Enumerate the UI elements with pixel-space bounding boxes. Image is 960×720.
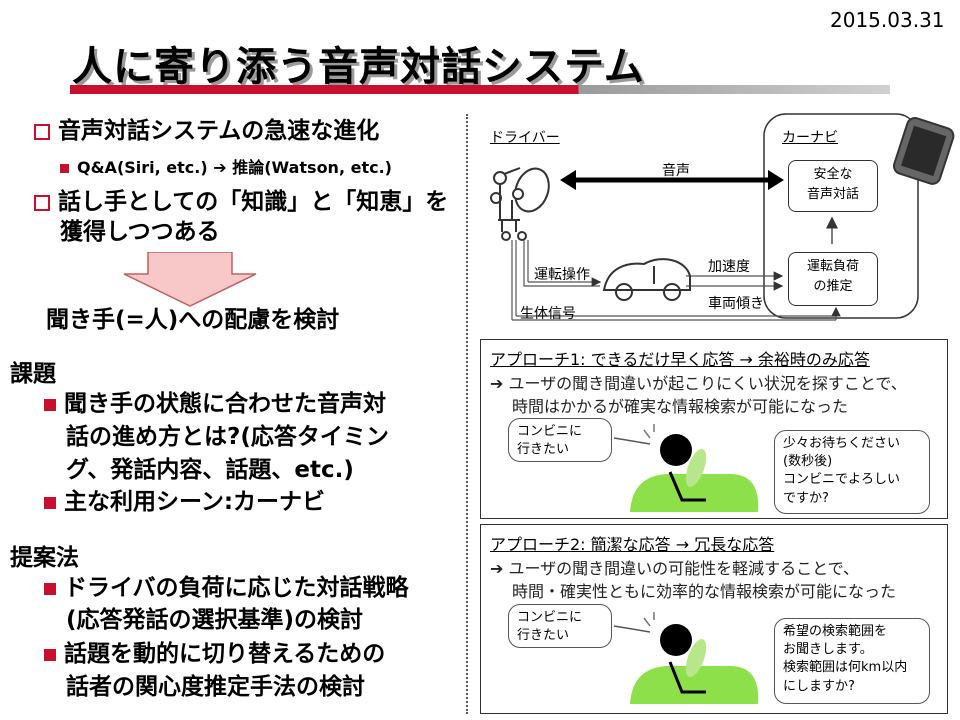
system-bubble-line3: 検索範囲は何km以内 — [783, 660, 908, 676]
system-bubble-line2: お聞きします。 — [783, 642, 873, 658]
bullet-knowledge: 話し手としての「知識」と「知恵」を — [34, 188, 448, 218]
safe-node-line1: 安全な — [813, 167, 853, 182]
user-bubble-line2: 行きたい — [517, 628, 570, 644]
approach2-desc-line2: 時間・確実性ともに効率的な情報検索が可能になった — [512, 582, 897, 601]
vehicle-tilt-label: 車両傾き — [708, 296, 764, 312]
acceleration-label: 加速度 — [708, 259, 750, 275]
date-label: 2015.03.31 — [830, 8, 945, 32]
issue-text: 主な利用シーン:カーナビ — [64, 489, 326, 515]
safe-node-line2: 音声対話 — [806, 186, 859, 202]
bullet-text-line1: 話し手としての「知識」と「知恵」を — [58, 189, 449, 215]
drive-operation-label: 運転操作 — [534, 267, 590, 283]
approach2-driver-car-icon — [613, 612, 759, 704]
voice-label: 音声 — [662, 163, 690, 179]
load-estimation-node: 運転負荷 の推定 — [788, 252, 878, 306]
proposal-item-2-line2: 話者の関心度推定手法の検討 — [66, 674, 365, 700]
system-bubble-line3: コンビニでよろしい — [783, 472, 901, 488]
driver-figure-icon — [490, 167, 550, 241]
proposal-item-2: 話題を動的に切り替えるための — [44, 640, 385, 670]
hollow-square-bullet-icon — [34, 194, 50, 211]
sub-bullet-qa: Q&A(Siri, etc.) ➔ 推論(Watson, etc.) — [60, 154, 392, 178]
approach2-title: アプローチ2: 簡潔な応答 → 冗長な応答 — [490, 535, 775, 554]
user-bubble-line1: コンビニに — [517, 610, 583, 625]
system-bubble-line1: 希望の検索範囲を — [783, 624, 888, 639]
approach1-user-bubble: コンビニに 行きたい — [508, 418, 612, 462]
arrow-right-icon: ➔ — [490, 559, 509, 578]
load-node-line2: の推定 — [813, 278, 853, 294]
issue-item-1-line3: グ、発話内容、話題、etc.) — [66, 457, 354, 483]
issue-item-1-line2: 話の進め方とは?(応答タイミン — [66, 424, 389, 450]
bio-signal-label: 生体信号 — [520, 306, 576, 322]
column-divider — [466, 114, 468, 714]
square-bullet-icon — [60, 164, 69, 173]
proposal-text-line1: ドライバの負荷に応じた対話戦略 — [64, 575, 409, 601]
approach1-desc-text: ユーザの聞き間違いが起こりにくい状況を探すことで、 — [508, 374, 907, 393]
approach1-title: アプローチ1: できるだけ早く応答 → 余裕時のみ応答 — [490, 350, 870, 369]
approach2-system-bubble: 希望の検索範囲を お聞きします。 検索範囲は何km以内 にしますか? — [774, 618, 930, 704]
system-bubble-line1: 少々お待ちください — [783, 436, 901, 451]
issue-text-line1: 聞き手の状態に合わせた音声対 — [64, 391, 386, 417]
load-node-line1: 運転負荷 — [806, 259, 859, 274]
square-bullet-icon — [44, 648, 56, 661]
approach1-system-bubble: 少々お待ちください (数秒後) コンビニでよろしい ですか? — [774, 430, 930, 514]
approach2-desc-line1: ➔ ユーザの聞き間違いの可能性を軽減することで、 — [490, 555, 859, 579]
square-bullet-icon — [44, 582, 56, 595]
approach1-desc-line1: ➔ ユーザの聞き間違いが起こりにくい状況を探すことで、 — [490, 370, 907, 394]
bullet-text: 音声対話システムの急速な進化 — [58, 118, 380, 144]
sub-bullet-text: Q&A(Siri, etc.) ➔ 推論(Watson, etc.) — [77, 158, 392, 177]
title-underline — [70, 85, 890, 94]
system-bubble-line2: (数秒後) — [783, 454, 833, 470]
user-bubble-line2: 行きたい — [517, 442, 570, 458]
page-title: 人に寄り添う音声対話システム — [72, 44, 645, 90]
tablet-icon — [892, 117, 955, 185]
bullet-evolution: 音声対話システムの急速な進化 — [34, 117, 379, 147]
arrow-conclusion: 聞き手(=人)への配慮を検討 — [46, 307, 340, 333]
safe-dialogue-node: 安全な 音声対話 — [788, 160, 878, 212]
system-bubble-line4: にしますか? — [783, 678, 855, 694]
bullet-knowledge-line2: 獲得しつつある — [60, 219, 220, 245]
approach2-desc-text: ユーザの聞き間違いの可能性を軽減することで、 — [508, 559, 860, 578]
arrow-right-icon: ➔ — [490, 374, 509, 393]
system-bubble-line4: ですか? — [783, 490, 829, 506]
user-bubble-line1: コンビニに — [517, 424, 583, 439]
square-bullet-icon — [44, 496, 56, 509]
carnavi-label: カーナビ — [782, 130, 838, 146]
approach2-user-bubble: コンビニに 行きたい — [508, 604, 612, 648]
car-sketch-icon — [602, 258, 691, 301]
approach1-desc-line2: 時間はかかるが確実な情報検索が可能になった — [512, 397, 849, 416]
issues-heading: 課題 — [10, 361, 56, 387]
approach1-driver-car-icon — [613, 424, 759, 512]
proposal-item-1: ドライバの負荷に応じた対話戦略 — [44, 574, 409, 604]
driver-label: ドライバー — [490, 130, 560, 146]
proposal-heading: 提案法 — [10, 545, 79, 571]
square-bullet-icon — [44, 398, 56, 411]
issue-item-1: 聞き手の状態に合わせた音声対 — [44, 390, 386, 420]
proposal-item-1-line2: (応答発話の選択基準)の検討 — [66, 607, 364, 633]
down-arrow-icon — [123, 252, 257, 307]
hollow-square-bullet-icon — [34, 123, 50, 140]
issue-item-2: 主な利用シーン:カーナビ — [44, 488, 325, 518]
proposal-text-line1: 話題を動的に切り替えるための — [64, 641, 386, 667]
